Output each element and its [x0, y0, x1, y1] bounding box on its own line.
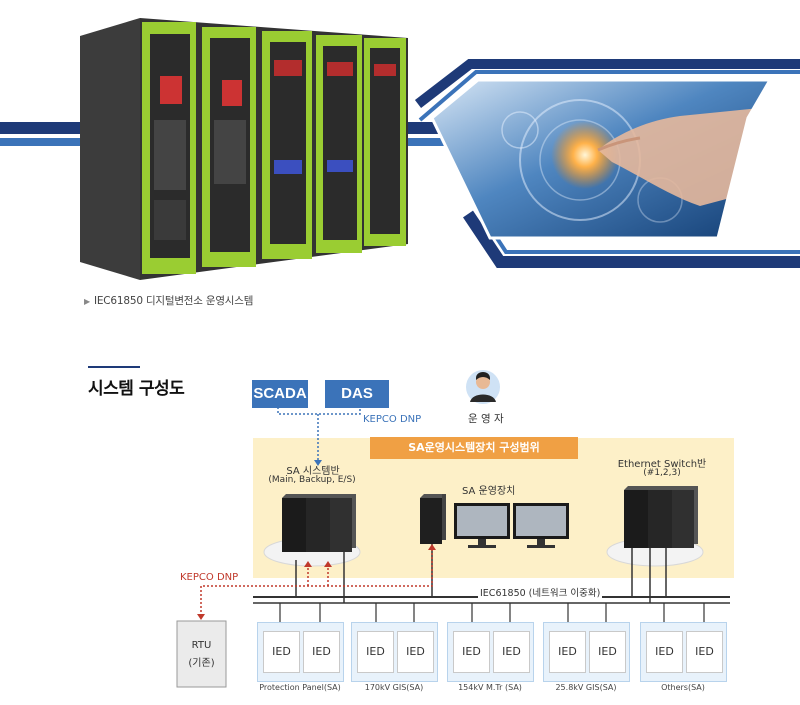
- ied-box: IED: [397, 631, 434, 673]
- sa-system-cabinet-icon: [282, 494, 356, 552]
- ied-box: IED: [686, 631, 723, 673]
- rtu-box: [176, 620, 227, 688]
- triangle-bullet-icon: ▶: [84, 297, 90, 306]
- ied-box: IED: [303, 631, 340, 673]
- equipment-bus-connectors: [295, 544, 667, 603]
- ied-group-25-8kv-gis: IED IED: [543, 622, 630, 682]
- ied-group-others: IED IED: [640, 622, 727, 682]
- kepco-dnp-left-label: KEPCO DNP: [180, 572, 239, 583]
- operator-label: 운 영 자: [468, 413, 504, 425]
- arrow-down-icon: [314, 460, 322, 466]
- ethernet-switch-subtitle: (#1,2,3): [643, 468, 681, 478]
- monitor-icon: [454, 503, 510, 548]
- scope-banner: SA운영시스템장치 구성범위: [370, 437, 578, 459]
- server-cabinets-image: [80, 18, 408, 280]
- ied-box: IED: [589, 631, 626, 673]
- group-label: 154kV M.Tr (SA): [458, 683, 522, 692]
- hero-banner: [0, 18, 800, 280]
- group-label: Others(SA): [661, 683, 705, 692]
- arrow-up-icon: [428, 544, 436, 550]
- kepco-dnp-red-links: [200, 548, 433, 616]
- sa-panel-title: SA 시스템반: [286, 466, 340, 477]
- arrow-up-icon: [304, 561, 312, 567]
- ied-box: IED: [357, 631, 394, 673]
- ied-group-154kv-mtr: IED IED: [447, 622, 534, 682]
- tech-hand-image: [430, 78, 773, 240]
- ied-box: IED: [493, 631, 530, 673]
- arrow-down-icon: [197, 614, 205, 620]
- arrow-up-icon: [324, 561, 332, 567]
- monitor-icon: [513, 503, 569, 548]
- rtu-label: RTU: [191, 640, 212, 651]
- ied-group-protection-panel: IED IED: [257, 622, 344, 682]
- group-label: Protection Panel(SA): [259, 683, 341, 692]
- ied-box: IED: [646, 631, 683, 673]
- ied-group-170kv-gis: IED IED: [351, 622, 438, 682]
- hero-caption: ▶IEC61850 디지털변전소 운영시스템: [84, 293, 253, 308]
- das-box: DAS: [325, 380, 389, 408]
- bus-drop-lines: [279, 603, 705, 622]
- sa-panel-subtitle: (Main, Backup, E/S): [268, 475, 356, 485]
- ethernet-switch-title: Ethernet Switch반: [617, 459, 707, 470]
- scada-box: SCADA: [252, 380, 308, 408]
- group-label: 25.8kV GIS(SA): [555, 683, 617, 692]
- network-label: IEC61850 (네트워크 이중화): [478, 585, 603, 599]
- section-divider: [88, 366, 140, 368]
- kepco-dnp-top-link: [277, 407, 361, 415]
- kepco-dnp-top-label: KEPCO DNP: [363, 414, 422, 425]
- group-label: 170kV GIS(SA): [364, 683, 424, 692]
- ops-server-tower-icon: [420, 494, 446, 544]
- section-title: 시스템 구성도: [88, 379, 185, 399]
- rtu-sublabel: (기존): [188, 658, 215, 669]
- operator-avatar-icon: [466, 370, 500, 404]
- ied-box: IED: [453, 631, 490, 673]
- ied-box: IED: [549, 631, 586, 673]
- sa-ops-title: SA 운영장치: [462, 486, 516, 497]
- ied-box: IED: [263, 631, 300, 673]
- ethernet-switch-cabinet-icon: [624, 486, 698, 548]
- caption-text: IEC61850 디지털변전소 운영시스템: [93, 295, 254, 307]
